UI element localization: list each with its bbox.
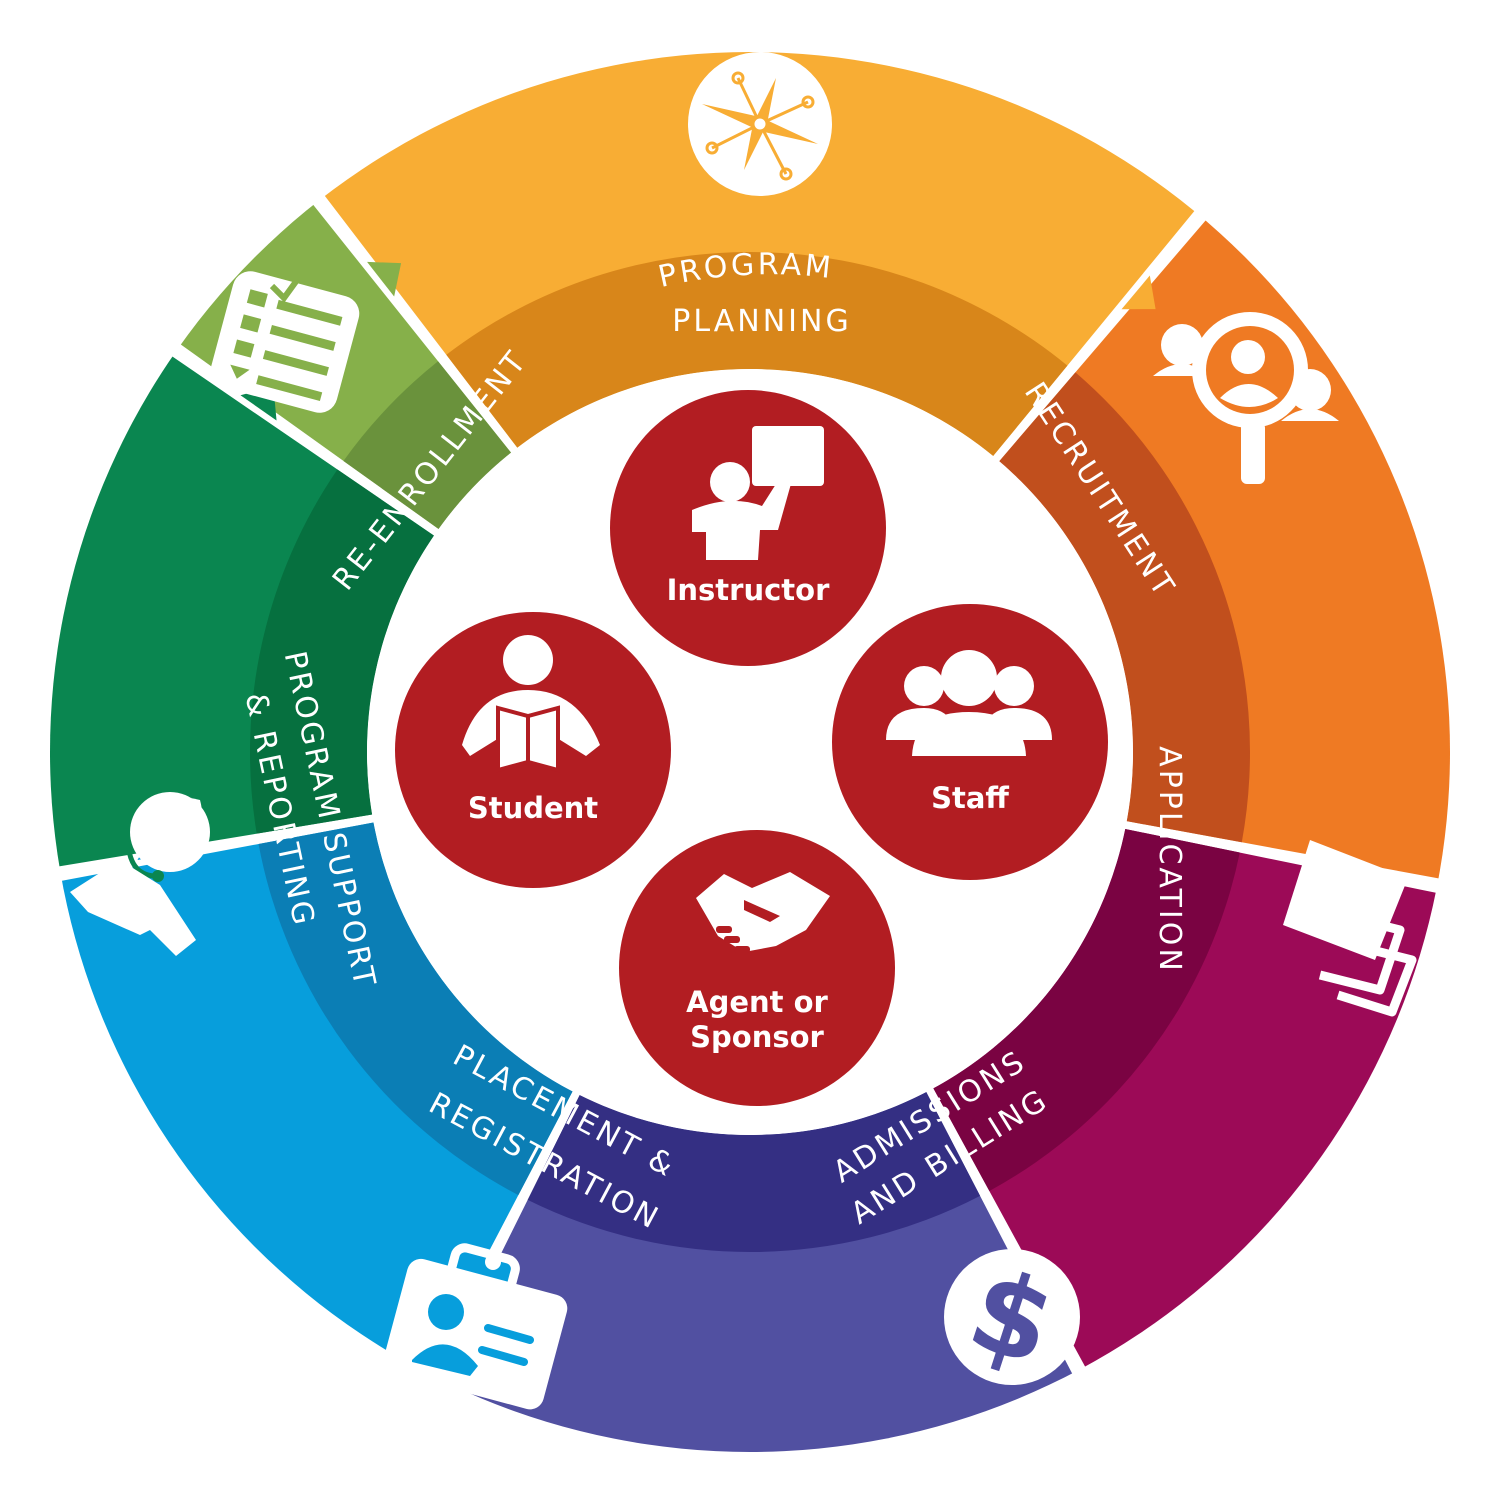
segment-arrow	[367, 261, 402, 297]
segment-band-recruitment	[999, 372, 1250, 843]
segment-label-program-planning-2: PLANNING	[672, 304, 851, 339]
papers-stack-icon	[1283, 840, 1417, 1017]
role-label-instructor: Instructor	[667, 573, 830, 607]
checklist-icon	[210, 271, 360, 413]
segment-arrow	[1121, 275, 1156, 310]
segment-band-placement-registration	[258, 822, 573, 1196]
reader-icon	[462, 635, 600, 773]
cycle-segments	[42, 52, 1455, 1452]
role-student[interactable]: Student	[395, 612, 671, 888]
dollar-icon: $	[944, 1244, 1080, 1392]
segment-band-admissions-billing	[527, 1092, 981, 1252]
teacher-board-icon	[692, 426, 824, 560]
segment-band-re-enrollment	[343, 361, 512, 530]
role-agent-sponsor[interactable]: Agent or Sponsor	[619, 830, 895, 1106]
inner-hub	[367, 369, 1133, 1135]
segment-band-application	[933, 829, 1240, 1191]
segment-label-application: APPLICATION	[1152, 746, 1187, 974]
segment-band-program-support-reporting	[250, 469, 434, 834]
role-label-agent: Agent or	[686, 985, 828, 1019]
compass-icon	[688, 52, 832, 196]
role-label-student: Student	[468, 791, 598, 825]
group-icon	[886, 650, 1052, 756]
id-badge-icon	[383, 1243, 568, 1410]
magnifier-people-icon	[1153, 312, 1339, 484]
role-staff[interactable]: Staff	[832, 604, 1108, 880]
role-label-sponsor: Sponsor	[690, 1020, 824, 1054]
segment-placement-registration[interactable]	[42, 822, 573, 1391]
segment-application[interactable]	[933, 829, 1455, 1385]
segment-band-program-planning	[446, 251, 1068, 457]
headset-agent-icon	[70, 792, 210, 956]
handshake-icon	[696, 872, 830, 953]
role-instructor[interactable]: Instructor	[610, 390, 886, 666]
role-label-staff: Staff	[931, 781, 1009, 815]
